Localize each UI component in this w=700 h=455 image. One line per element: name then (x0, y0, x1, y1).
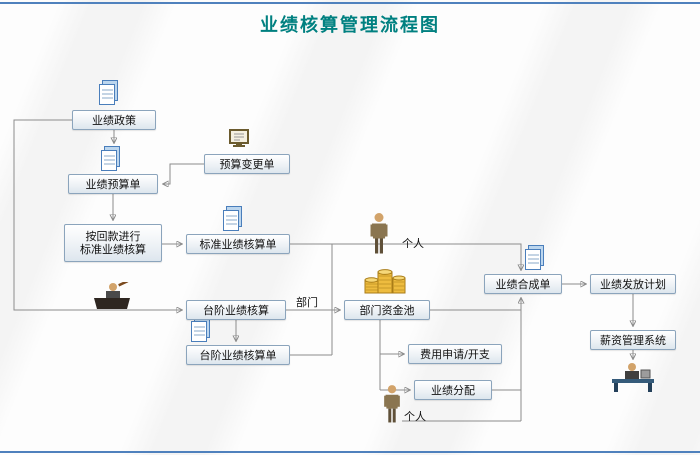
node-expense-request: 费用申请/开支 (408, 344, 502, 364)
node-budget-change-sheet: 预算变更单 (204, 154, 290, 174)
document-icon (191, 317, 210, 342)
label-person-bottom: 个人 (404, 410, 426, 423)
document-icon (525, 245, 544, 270)
node-performance-policy: 业绩政策 (72, 110, 156, 130)
budget-change-doc-icon (229, 129, 249, 148)
document-icon (223, 206, 242, 231)
node-performance-distribution: 业绩分配 (414, 380, 492, 400)
auctioneer-icon (94, 282, 130, 309)
node-performance-payout-plan: 业绩发放计划 (590, 274, 676, 294)
label-person-top: 个人 (402, 237, 424, 250)
connector-policy-to-tier-calc (13, 119, 182, 310)
node-salary-management-system: 薪资管理系统 (590, 330, 676, 350)
node-tier-performance-sheet: 台阶业绩核算单 (186, 345, 290, 365)
node-standard-performance-sheet: 标准业绩核算单 (186, 234, 290, 254)
clerk-desk-icon (611, 362, 655, 393)
document-icon (101, 146, 120, 171)
node-performance-composite-sheet: 业绩合成单 (484, 274, 562, 294)
person-icon (370, 213, 388, 254)
node-tier-performance-calc: 台阶业绩核算 (186, 300, 286, 320)
connector-budget-change-to-budget-sheet (163, 163, 204, 184)
top-rule (0, 2, 700, 4)
node-department-fund-pool: 部门资金池 (344, 300, 430, 320)
node-performance-budget-sheet: 业绩预算单 (68, 174, 158, 194)
connector-standard-sheet-to-composite (290, 243, 521, 270)
node-standard-calc-by-payment: 按回款进行 标准业绩核算 (64, 224, 162, 262)
bottom-rule (0, 451, 700, 453)
coins-icon (364, 269, 406, 294)
page-title: 业绩核算管理流程图 (260, 15, 440, 36)
document-icon (99, 80, 118, 105)
label-department: 部门 (296, 296, 318, 309)
person-icon (384, 385, 400, 423)
